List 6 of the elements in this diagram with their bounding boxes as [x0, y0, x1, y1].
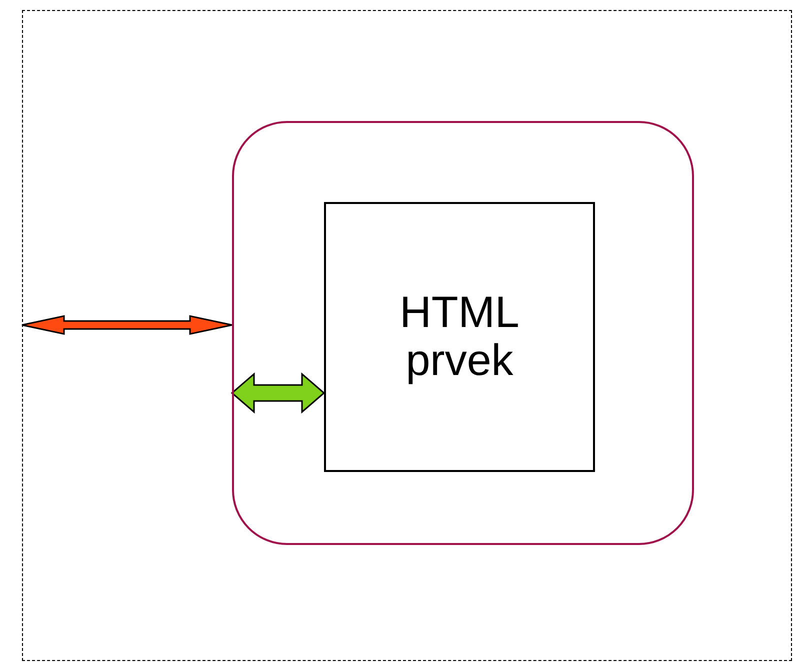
element-label: HTML prvek [398, 288, 520, 386]
outer-dashed-box [22, 10, 792, 661]
rounded-box [232, 121, 694, 545]
double-arrow [21, 315, 233, 335]
double-arrow [230, 372, 326, 414]
element-box [324, 202, 595, 472]
